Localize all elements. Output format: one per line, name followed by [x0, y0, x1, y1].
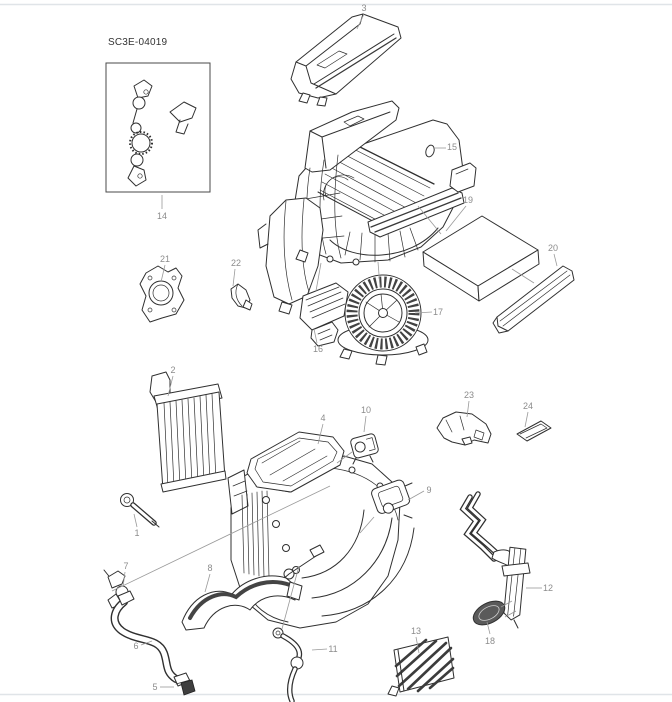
- leader-line-part-11: [311, 648, 328, 651]
- part-label-5: 5: [152, 682, 157, 692]
- part-label-11: 11: [328, 644, 337, 654]
- part-11-drain-hose-drawing: [272, 627, 304, 702]
- part-19-filter-drawing: [422, 215, 540, 302]
- part-label-10: 10: [361, 405, 371, 415]
- part-label-18: 18: [485, 636, 495, 646]
- part-label-13: 13: [411, 626, 421, 636]
- part-label-22: 22: [231, 258, 241, 268]
- leader-line-part-17: [414, 311, 433, 314]
- upper-intake-assembly-drawing: [257, 100, 477, 315]
- leader-line-part-6: [140, 640, 153, 646]
- leader-line-part-2: [167, 375, 174, 397]
- part-22-clip-drawing: [230, 283, 253, 311]
- part-label-2: 2: [170, 365, 175, 375]
- part-label-9: 9: [426, 485, 431, 495]
- part-5-clamp-drawing: [173, 672, 196, 696]
- leader-line-part-18: [486, 621, 491, 635]
- part-label-15: 15: [447, 142, 457, 152]
- part-18-grommet-drawing: [472, 600, 506, 626]
- leader-line-part-13: [415, 636, 420, 654]
- assembly-guide-lines: [111, 205, 535, 630]
- part-6-hose-drawing: [110, 590, 180, 683]
- part-label-1: 1: [134, 528, 139, 538]
- leader-line-part-9: [407, 490, 425, 501]
- part-23-bracket-drawing: [436, 411, 492, 446]
- leader-line-part-21: [160, 264, 166, 283]
- part-2-evaporator-drawing: [149, 371, 227, 493]
- part-9-actuator-drawing: [371, 479, 413, 519]
- part-label-14: 14: [157, 211, 167, 221]
- part-label-20: 20: [548, 243, 558, 253]
- part-12-pipes-drawing: [459, 491, 531, 629]
- leader-line-part-3: [356, 13, 365, 30]
- part-label-3: 3: [361, 3, 366, 13]
- part-label-4: 4: [320, 413, 325, 423]
- leader-line-part-23: [466, 400, 470, 418]
- part-24-pad-drawing: [516, 420, 552, 442]
- part-label-12: 12: [543, 583, 553, 593]
- part-20-filter-cover-drawing: [492, 265, 575, 334]
- part-3-cover-drawing: [290, 13, 402, 107]
- part-label-21: 21: [160, 254, 170, 264]
- leader-line-part-7: [122, 571, 126, 588]
- part-16-resistor-drawing: [299, 282, 349, 347]
- leader-line-part-19: [445, 205, 467, 232]
- part-21-bracket-drawing: [139, 265, 185, 323]
- leader-line-part-20: [553, 253, 558, 267]
- part-10-actuator-drawing: [350, 433, 379, 465]
- part-1-sensor-drawing: [120, 493, 160, 528]
- part-14-inset-box: [105, 62, 211, 193]
- part-label-24: 24: [523, 401, 533, 411]
- leader-line-part-4: [317, 423, 324, 445]
- part-label-6: 6: [133, 641, 138, 651]
- part-label-17: 17: [433, 307, 443, 317]
- leader-line-part-10: [363, 415, 367, 433]
- leader-line-part-24: [524, 411, 529, 428]
- part-17-blower-motor-drawing: [337, 274, 429, 366]
- leader-line-part-8: [204, 573, 211, 593]
- part-13-heater-core-drawing: [387, 636, 455, 697]
- leader-line-part-22: [232, 268, 236, 287]
- leader-line-part-16: [313, 328, 318, 344]
- diagram-code: SC3E-04019: [108, 37, 167, 48]
- part-label-7: 7: [123, 561, 128, 571]
- part-label-19: 19: [463, 195, 473, 205]
- part-label-16: 16: [313, 344, 323, 354]
- part-label-8: 8: [207, 563, 212, 573]
- leader-line-part-1: [133, 513, 138, 528]
- part-label-23: 23: [464, 390, 474, 400]
